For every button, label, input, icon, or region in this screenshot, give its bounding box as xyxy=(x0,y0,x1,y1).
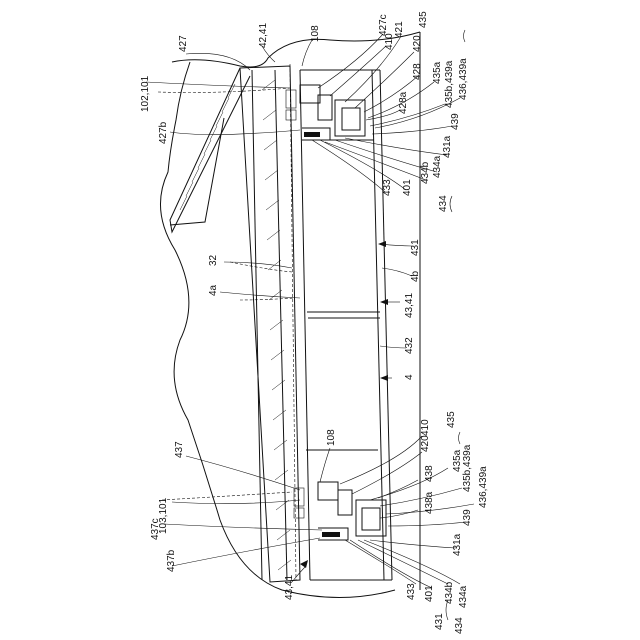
label-438: 438 xyxy=(424,465,435,482)
label-401-bot: 401 xyxy=(424,585,435,602)
label-437: 437 xyxy=(174,441,185,458)
label-431: 431 xyxy=(410,239,421,256)
label-438a: 438a xyxy=(424,491,435,514)
label-434-top: 434 xyxy=(438,195,449,212)
label-435b439a-top: 435b,439a xyxy=(444,60,455,108)
label-4a: 4a xyxy=(208,284,219,296)
label-43-41-bot: 43,41 xyxy=(284,575,295,600)
label-4: 4 xyxy=(404,374,415,380)
label-437b: 437b xyxy=(166,549,177,572)
label-434a-bot: 434a xyxy=(458,585,469,608)
label-434-bot: 434 xyxy=(454,617,465,634)
label-436439a-top: 436,439a xyxy=(458,58,469,100)
label-434a-top: 434a xyxy=(432,155,443,178)
label-421: 421 xyxy=(394,21,405,38)
label-431a-top: 431a xyxy=(442,135,453,158)
label-434b-top: 434b xyxy=(420,161,431,184)
label-102-101: 102,101 xyxy=(140,75,151,112)
label-439-top: 439 xyxy=(450,113,461,130)
label-431-bot: 431 xyxy=(434,613,445,630)
label-427: 427 xyxy=(178,35,189,52)
label-435a-top: 435a xyxy=(432,61,443,84)
label-427c: 427c xyxy=(378,14,389,36)
label-433-top: 433 xyxy=(382,179,393,196)
label-420-bot: 420 xyxy=(420,435,431,452)
label-108-bot: 108 xyxy=(326,429,337,446)
reference-labels: 427 42,41 108 427c 410 421 435 420 428 4… xyxy=(140,11,489,634)
label-427b: 427b xyxy=(158,121,169,144)
label-42-41: 42,41 xyxy=(258,23,269,48)
label-428a: 428a xyxy=(398,91,409,114)
label-435-bot: 435 xyxy=(446,411,457,428)
label-32: 32 xyxy=(208,254,219,266)
label-410-bot: 410 xyxy=(420,419,431,436)
cover-427 xyxy=(170,68,250,232)
arrowheads xyxy=(300,241,388,568)
label-43-41-top: 43,41 xyxy=(404,293,415,318)
label-401-top: 401 xyxy=(402,179,413,196)
upper-joint xyxy=(286,85,365,140)
label-435b439a-bot: 435b,439a xyxy=(462,444,473,492)
label-4b: 4b xyxy=(410,270,421,282)
inclined-panel xyxy=(240,66,300,582)
label-439-bot: 439 xyxy=(462,509,473,526)
label-420-top: 420 xyxy=(412,35,423,52)
frame-member-4 xyxy=(300,70,392,580)
label-437c: 437c xyxy=(150,518,161,540)
label-428: 428 xyxy=(412,63,423,80)
label-431a-bot: 431a xyxy=(452,533,463,556)
label-108-top: 108 xyxy=(310,25,321,42)
label-434b-bot: 434b xyxy=(444,581,455,604)
label-435-top: 435 xyxy=(418,11,429,28)
label-436439a-bot: 436,439a xyxy=(478,466,489,508)
label-432: 432 xyxy=(404,337,415,354)
label-433-bot: 433 xyxy=(406,583,417,600)
